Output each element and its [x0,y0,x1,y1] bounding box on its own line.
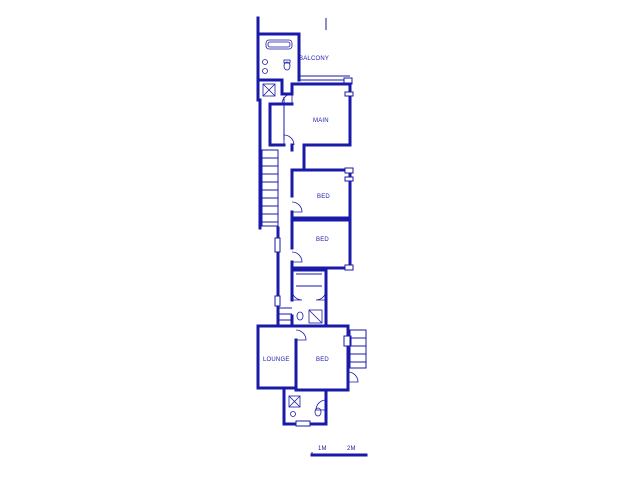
ensuite-2-walls [282,388,328,427]
room-label-bed-3: BED [316,357,329,363]
bedroom-3-walls [294,324,359,392]
bedroom-2-walls [290,218,354,271]
corridor-windows [274,237,281,307]
corridor-wall [290,143,306,170]
bathroom-walls [290,268,328,328]
exterior-steps [349,329,367,369]
bath-fixture [265,39,293,50]
room-label-balcony: BALCONY [299,56,330,62]
scale-label-right: 2M [347,446,356,452]
staircase [261,149,279,227]
ensuite-walls [256,32,350,96]
toilet-fixture [283,59,291,71]
scale-bar [310,452,368,457]
bedroom-1-walls [290,167,354,220]
main-bedroom-walls [268,82,354,147]
room-label-main: MAIN [313,118,329,124]
room-label-bed-2: BED [316,237,329,243]
scale-label-left: 1M [318,446,327,452]
landing-steps [278,307,292,321]
room-label-lounge: LOUNGE [263,357,290,363]
basin-fixture [262,59,268,74]
lounge-walls [256,324,307,390]
shower-fixture [262,83,276,97]
main-bedroom-door [281,93,295,146]
room-label-bed-1: BED [317,194,330,200]
